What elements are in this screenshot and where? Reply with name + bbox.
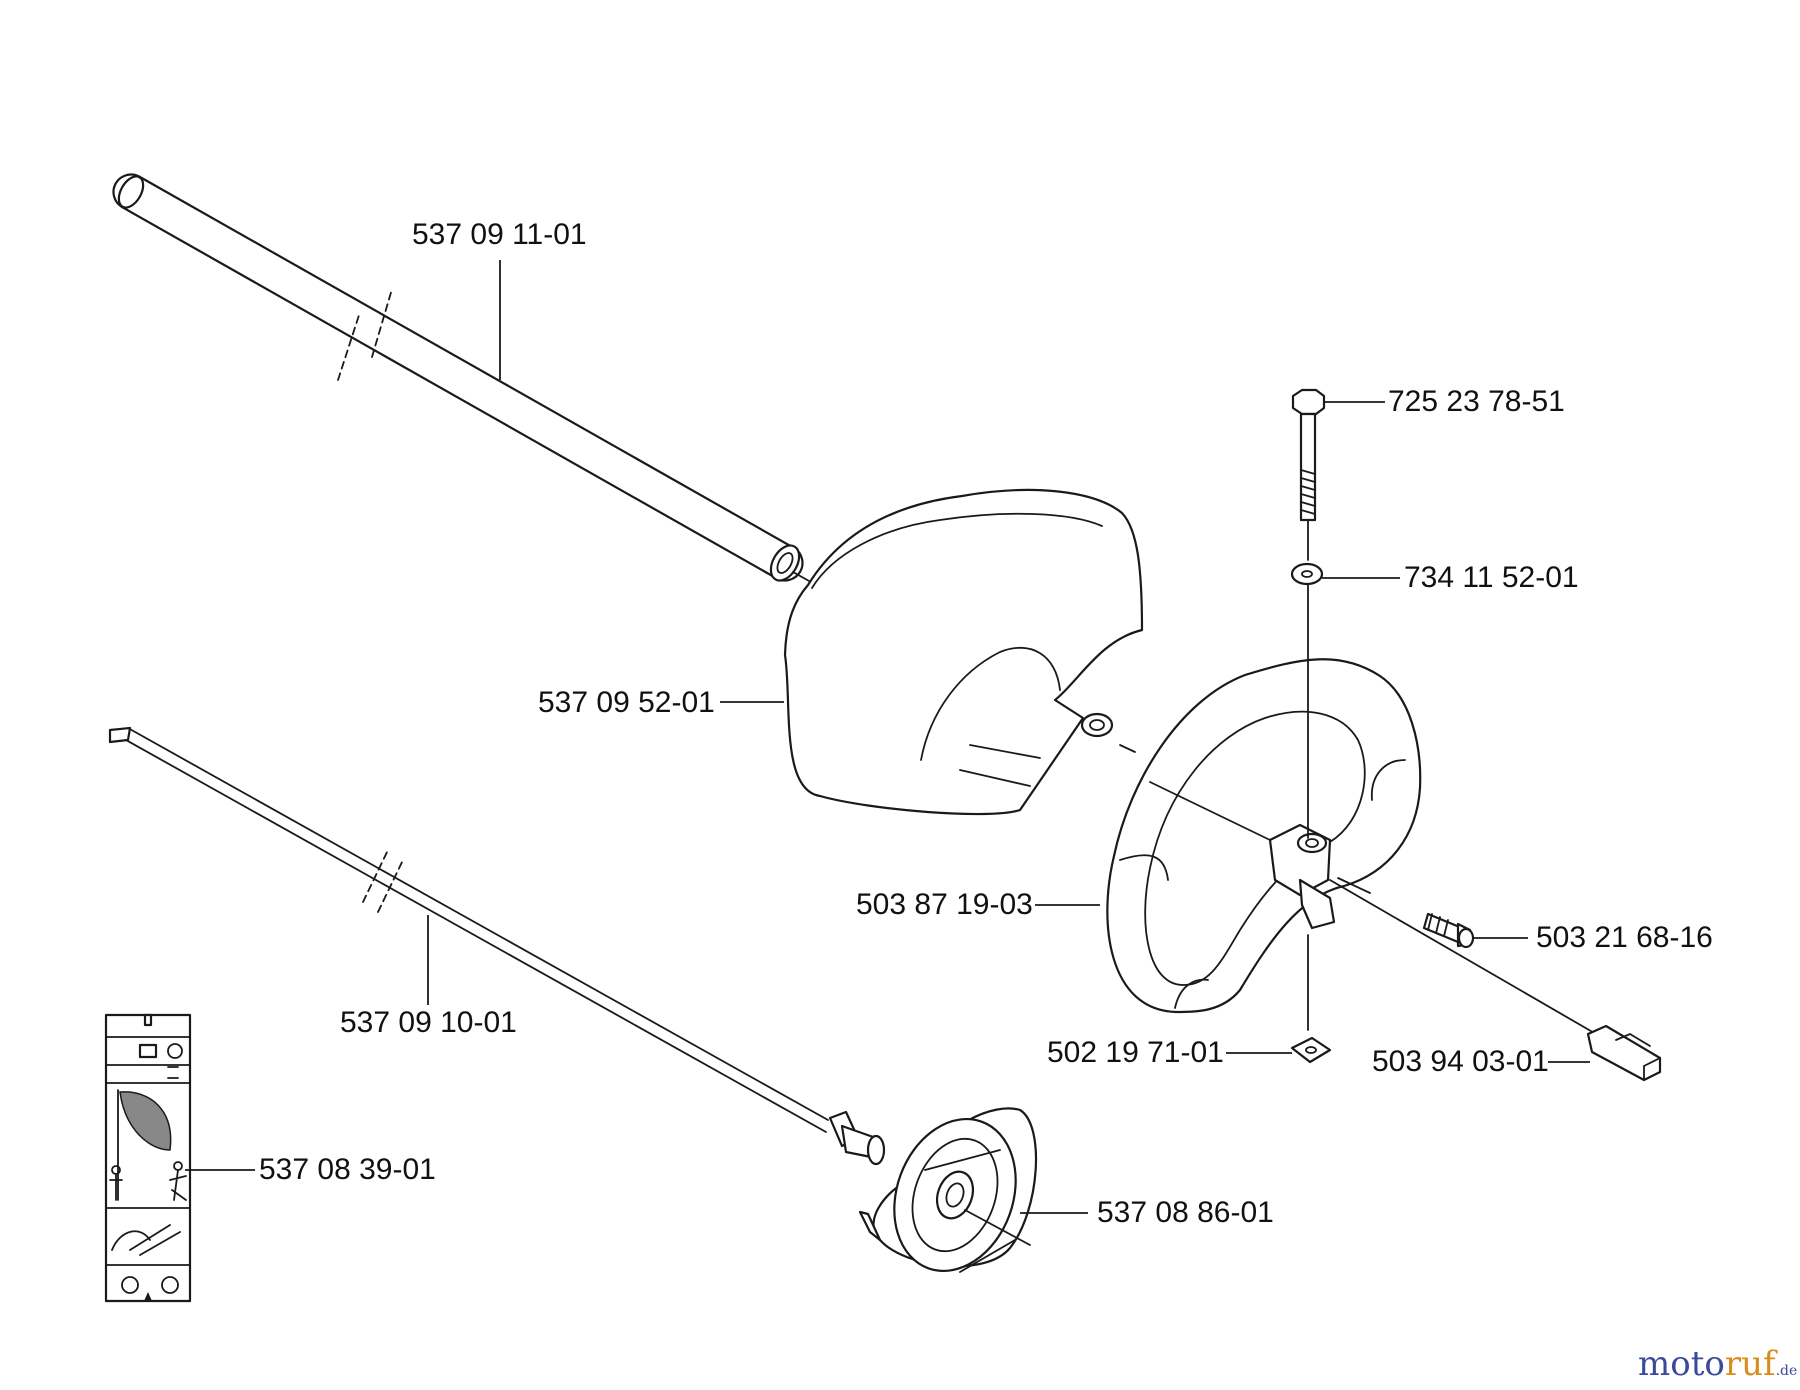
part-label-drive-shaft: 537 09 10-01 — [340, 1006, 517, 1039]
nut-part[interactable] — [1290, 934, 1332, 1064]
handle-part[interactable] — [1106, 658, 1422, 1014]
part-label-decal: 537 08 39-01 — [259, 1153, 436, 1186]
leader-lines — [185, 260, 1590, 1214]
part-label-bolt: 725 23 78-51 — [1388, 385, 1565, 418]
part-label-screw: 503 21 68-16 — [1536, 921, 1713, 954]
watermark-tld: .de — [1775, 1363, 1798, 1379]
clutch-drum-part[interactable] — [858, 1102, 1038, 1288]
decal-part[interactable] — [104, 1013, 192, 1303]
part-label-clutch-drum: 537 08 86-01 — [1097, 1196, 1274, 1229]
part-label-washer: 734 11 52-01 — [1404, 561, 1579, 594]
screw-part[interactable] — [1422, 912, 1475, 949]
guard-part[interactable] — [783, 488, 1144, 816]
bolt-part[interactable] — [1291, 388, 1326, 561]
watermark-part2: ruf — [1724, 1344, 1776, 1384]
drive-shaft-part[interactable] — [108, 726, 886, 1166]
part-label-nut: 502 19 71-01 — [1047, 1036, 1224, 1069]
part-label-tube: 537 09 11-01 — [412, 218, 587, 251]
part-label-guard: 537 09 52-01 — [538, 686, 715, 719]
bracket-part[interactable] — [1329, 879, 1662, 1082]
washer-part[interactable] — [1290, 562, 1324, 839]
motoruf-watermark: motoruf.de — [1638, 1346, 1797, 1389]
tube-part[interactable] — [112, 172, 819, 587]
part-label-handle: 503 87 19-03 — [856, 888, 1033, 921]
watermark-part1: moto — [1638, 1344, 1725, 1384]
part-label-bracket: 503 94 03-01 — [1372, 1045, 1549, 1078]
